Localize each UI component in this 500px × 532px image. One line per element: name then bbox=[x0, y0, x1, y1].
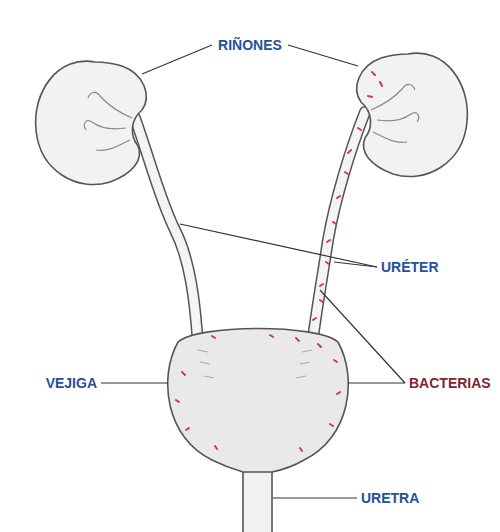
kidney-right bbox=[357, 53, 468, 176]
organ-label: VEJIGA bbox=[46, 375, 97, 391]
bacteria-label: BACTERIAS bbox=[409, 375, 491, 391]
organ-label: RIÑONES bbox=[218, 37, 282, 53]
kidney-left bbox=[36, 61, 147, 184]
leader-lines bbox=[101, 45, 405, 498]
organ-label: URÉTER bbox=[381, 259, 439, 275]
bladder bbox=[168, 329, 349, 473]
ureter-tubes bbox=[135, 112, 365, 345]
bacteria-marks bbox=[176, 72, 382, 451]
organ-label: URETRA bbox=[361, 490, 419, 506]
